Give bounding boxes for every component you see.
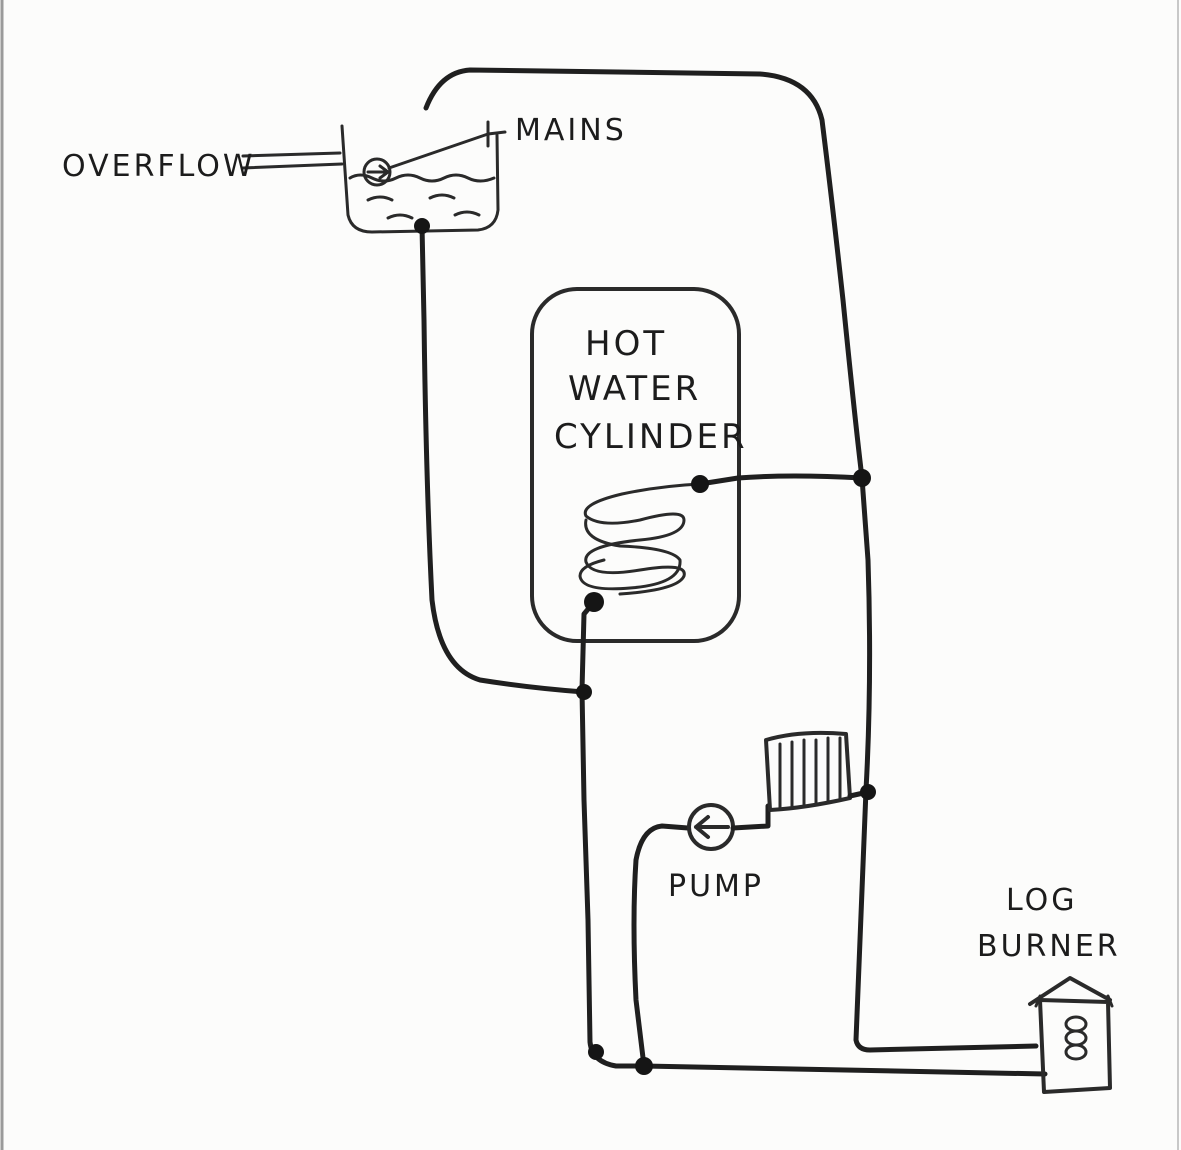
hot-water-cylinder [530, 287, 741, 643]
joint-coil-top [691, 475, 709, 493]
joint-pump-branch [635, 1057, 653, 1075]
radiator-icon [764, 730, 852, 812]
cylinder-label-line2: WATER [568, 369, 701, 409]
coil-return-pipe [579, 599, 1048, 1077]
joint-tank-outlet [414, 218, 430, 234]
float-valve-icon [362, 157, 392, 187]
overflow-label: OVERFLOW [62, 149, 256, 184]
vent-pipe [423, 67, 865, 481]
mains-pipe [387, 120, 507, 170]
cylinder-label-line3: CYLINDER [554, 417, 748, 457]
pump-to-radiator-pipe [730, 803, 771, 831]
mains-label: MAINS [515, 113, 627, 148]
pipe-joints [414, 218, 876, 1075]
pump-branch-pipe [631, 823, 691, 1069]
cold-feed-pipe [419, 223, 587, 695]
joint-coil-bottom [584, 592, 604, 612]
pump-label: PUMP [668, 869, 764, 904]
flow-riser-pipe [853, 475, 1039, 1053]
joint-radiator [860, 784, 876, 800]
joint-cold-feed [576, 684, 592, 700]
pump-icon [687, 803, 735, 851]
cylinder-label-line1: HOT [585, 324, 667, 364]
joint-flow-top [853, 469, 871, 487]
joint-return-corner [588, 1044, 604, 1060]
coil-flow-pipe [697, 473, 865, 487]
burner-label-line1: LOG [1006, 883, 1078, 918]
burner-label-line2: BURNER [977, 929, 1121, 964]
log-burner-icon [1028, 976, 1114, 1094]
heating-coil-icon [578, 482, 702, 596]
overflow-pipe [241, 151, 344, 170]
